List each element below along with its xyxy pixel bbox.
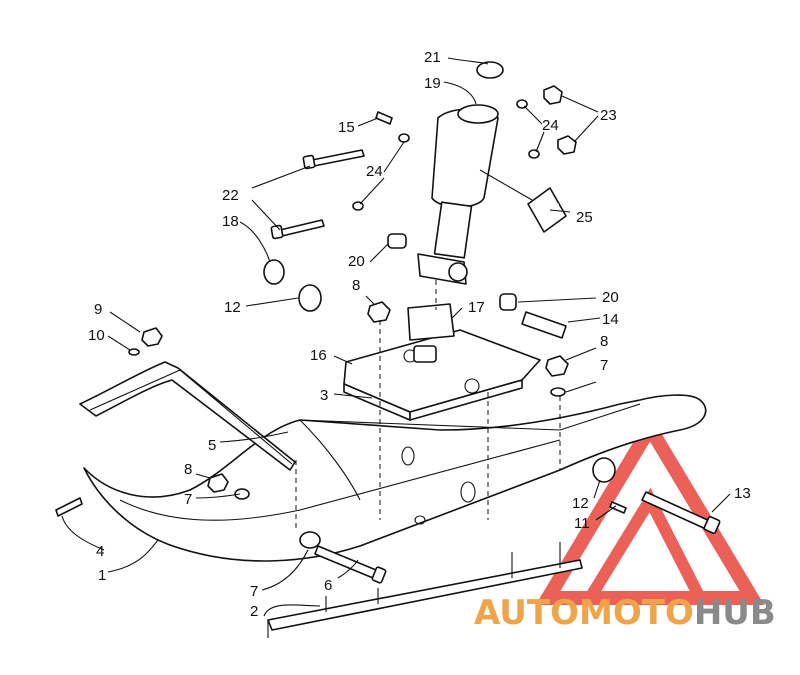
callout-21: 21 (424, 49, 441, 66)
callout-12a: 12 (224, 299, 241, 316)
watermark-brand-auto: AUTO (474, 593, 579, 633)
callout-1: 1 (98, 567, 106, 584)
ski-loop (79, 361, 296, 471)
part-callouts: 1 2 3 4 5 6 7 7 7 8 8 8 9 10 11 12 12 13… (88, 49, 751, 620)
callout-24b: 24 (366, 163, 383, 180)
callout-15: 15 (338, 119, 355, 136)
wear-bar (267, 542, 583, 638)
ski (83, 394, 707, 562)
callout-6: 6 (324, 577, 332, 594)
watermark-brand-hub: HUB (694, 593, 776, 633)
callout-10: 10 (88, 327, 105, 344)
callout-5: 5 (208, 437, 216, 454)
callout-16: 16 (310, 347, 327, 364)
callout-11: 11 (574, 515, 590, 532)
callout-20b: 20 (602, 289, 619, 306)
callout-2: 2 (250, 603, 258, 620)
callout-14: 14 (602, 311, 619, 328)
assembly-lines (295, 280, 561, 528)
callout-4: 4 (96, 543, 104, 560)
callout-25: 25 (576, 209, 593, 226)
callout-20a: 20 (348, 253, 365, 270)
callout-13: 13 (734, 485, 751, 502)
aws-decal: AWS (527, 187, 567, 233)
callout-18: 18 (222, 213, 239, 230)
callout-9: 9 (94, 301, 102, 318)
callout-3: 3 (320, 387, 328, 404)
callout-8a: 8 (184, 461, 192, 478)
callout-19: 19 (424, 75, 441, 92)
shock-absorber (417, 61, 504, 285)
callout-17: 17 (468, 299, 485, 316)
callout-12b: 12 (572, 495, 589, 512)
leader-lines (61, 57, 731, 617)
callout-8c: 8 (600, 333, 608, 350)
svg-text:AUTOMOTOHUB: AUTOMOTOHUB (474, 593, 776, 633)
spindle-bracket (343, 303, 541, 421)
callout-7c: 7 (600, 357, 608, 374)
callout-22: 22 (222, 187, 239, 204)
watermark-logo (535, 414, 765, 605)
watermark-brand-moto: MOTO (579, 593, 694, 633)
callout-7b: 7 (250, 583, 258, 600)
callout-7a: 7 (184, 491, 192, 508)
watermark-wordmark: AUTOMOTOHUB (474, 593, 776, 633)
callout-23: 23 (600, 107, 617, 124)
callout-24a: 24 (542, 117, 559, 134)
callout-8b: 8 (352, 277, 360, 294)
